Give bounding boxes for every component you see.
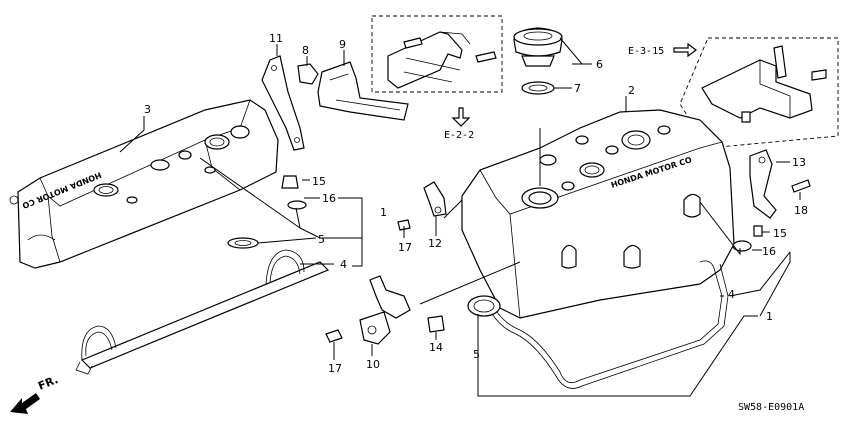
right-valve-cover: HONDA MOTOR CO — [461, 109, 735, 319]
callout-15-right: 15 — [773, 227, 787, 240]
bracket-9 — [317, 61, 409, 121]
reference-e315: E-3-15 — [628, 46, 664, 57]
callout-12: 12 — [428, 237, 442, 250]
callout-18: 18 — [794, 204, 808, 217]
right-small-parts — [732, 149, 811, 252]
callout-6: 6 — [596, 58, 603, 71]
callout-7: 7 — [574, 82, 581, 95]
oil-filler-cap — [513, 27, 563, 95]
callout-17-lower: 17 — [328, 362, 342, 375]
front-direction-arrow — [10, 393, 40, 414]
callout-4-left: 4 — [340, 258, 347, 271]
callout-5-left: 5 — [318, 233, 325, 246]
callout-16-left: 16 — [322, 192, 336, 205]
leader-lines — [119, 37, 801, 397]
inset-e22 — [371, 15, 503, 127]
center-small-parts — [325, 181, 447, 345]
bracket-11 — [261, 55, 305, 151]
callout-1-left: 1 — [380, 206, 387, 219]
callout-13: 13 — [792, 156, 806, 169]
callout-9: 9 — [339, 38, 346, 51]
clip-8 — [297, 63, 319, 85]
callout-4-right: 4 — [728, 288, 735, 301]
callout-1-right: 1 — [766, 310, 773, 323]
callout-10: 10 — [366, 358, 380, 371]
inset-e315 — [673, 37, 839, 149]
diagram-code: SW58-E0901A — [738, 402, 804, 413]
callout-15-left: 15 — [312, 175, 326, 188]
front-direction-label: FR. — [36, 373, 60, 393]
left-small-parts — [227, 175, 307, 249]
left-gasket — [75, 249, 330, 375]
callout-8: 8 — [302, 44, 309, 57]
callout-17-upper: 17 — [398, 241, 412, 254]
left-valve-cover: HONDA MOTOR CO — [9, 99, 279, 269]
callout-11: 11 — [269, 32, 283, 45]
callout-2: 2 — [628, 84, 635, 97]
callout-3: 3 — [144, 103, 151, 116]
callout-14: 14 — [429, 341, 443, 354]
reference-e22: E-2-2 — [444, 130, 474, 141]
callout-16-right: 16 — [762, 245, 776, 258]
callout-5-right: 5 — [473, 348, 480, 361]
right-gasket — [467, 260, 729, 389]
